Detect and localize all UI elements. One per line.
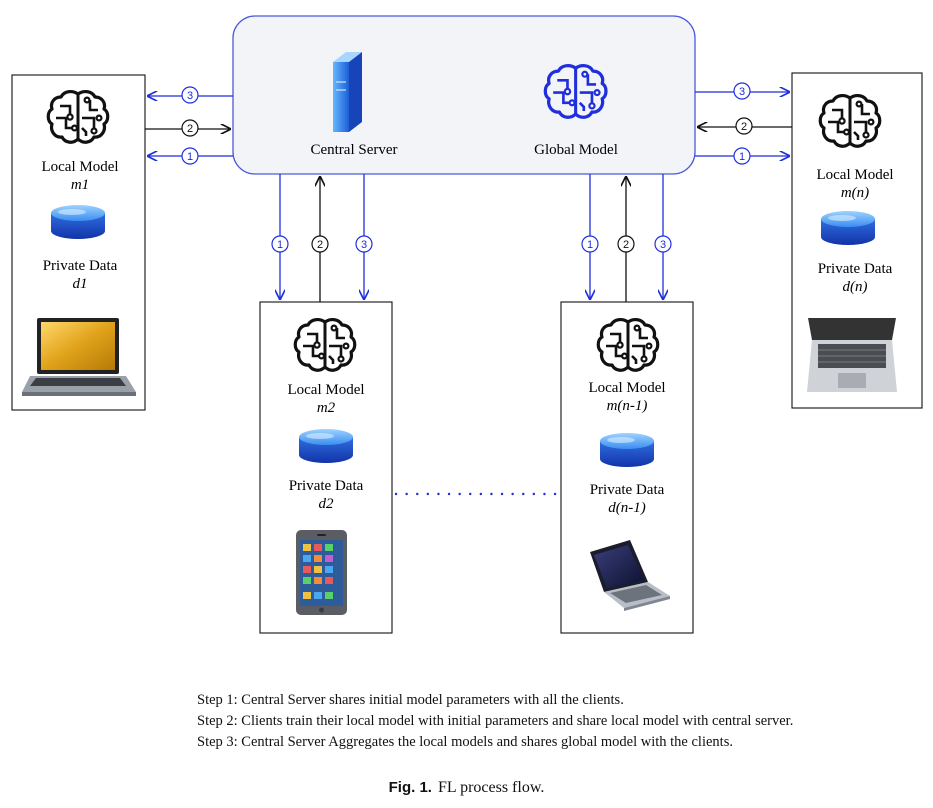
svg-text:2: 2: [623, 239, 629, 251]
global-model-label: Global Model: [534, 142, 618, 158]
svg-text:1: 1: [739, 151, 745, 163]
local-model-label: Local Model: [816, 167, 893, 183]
local-model-id: m1: [71, 177, 89, 193]
laptop-silver-icon: [807, 318, 897, 392]
step-1-text: Step 1: Central Server shares initial mo…: [197, 692, 624, 708]
step-marker-2: 2: [617, 235, 635, 253]
database-icon: [600, 433, 654, 467]
svg-text:3: 3: [187, 90, 193, 102]
svg-text:3: 3: [660, 239, 666, 251]
step-marker-1: 1: [733, 147, 751, 165]
step-marker-3: 3: [355, 235, 373, 253]
figure-caption: Fig. 1. FL process flow.: [0, 779, 933, 797]
svg-text:3: 3: [739, 86, 745, 98]
figure-number: Fig. 1.: [388, 779, 432, 796]
step-marker-2: 2: [311, 235, 329, 253]
step-3-text: Step 3: Central Server Aggregates the lo…: [197, 734, 733, 750]
step-marker-3: 3: [181, 86, 199, 104]
private-data-label: Private Data: [43, 258, 118, 274]
step-marker-3: 3: [654, 235, 672, 253]
step-marker-1: 1: [581, 235, 599, 253]
database-icon: [51, 205, 105, 239]
central-server-label: Central Server: [310, 142, 397, 158]
step-marker-2: 2: [735, 117, 753, 135]
database-icon: [299, 429, 353, 463]
laptop-gold-icon: [22, 318, 136, 396]
step-marker-2: 2: [181, 119, 199, 137]
svg-text:1: 1: [277, 239, 283, 251]
private-data-id: d1: [73, 276, 88, 292]
central-server-panel: [232, 15, 696, 175]
step-marker-1: 1: [271, 235, 289, 253]
local-model-label: Local Model: [588, 380, 665, 396]
local-model-label: Local Model: [287, 382, 364, 398]
local-model-id: m(n-1): [607, 398, 648, 414]
private-data-id: d2: [319, 496, 335, 512]
smartphone-icon: [296, 530, 347, 615]
svg-text:2: 2: [317, 239, 323, 251]
figure-title: FL process flow.: [437, 779, 545, 796]
step-2-text: Step 2: Clients train their local model …: [197, 713, 794, 729]
svg-text:1: 1: [587, 239, 593, 251]
svg-text:1: 1: [187, 151, 193, 163]
database-icon: [821, 211, 875, 245]
private-data-label: Private Data: [289, 478, 364, 494]
laptop-dark-icon: [590, 540, 670, 611]
step-descriptions: Step 1: Central Server shares initial mo…: [197, 690, 793, 753]
step-marker-3: 3: [733, 82, 751, 100]
local-model-id: m(n): [841, 185, 869, 201]
private-data-id: d(n): [843, 279, 868, 295]
svg-text:2: 2: [187, 123, 193, 135]
svg-text:3: 3: [361, 239, 367, 251]
server-tower-icon: [333, 52, 362, 132]
private-data-label: Private Data: [818, 261, 893, 277]
private-data-id: d(n-1): [608, 500, 646, 516]
local-model-id: m2: [317, 400, 336, 416]
private-data-label: Private Data: [590, 482, 665, 498]
step-marker-1: 1: [181, 147, 199, 165]
svg-text:2: 2: [741, 121, 747, 133]
local-model-label: Local Model: [41, 159, 118, 175]
